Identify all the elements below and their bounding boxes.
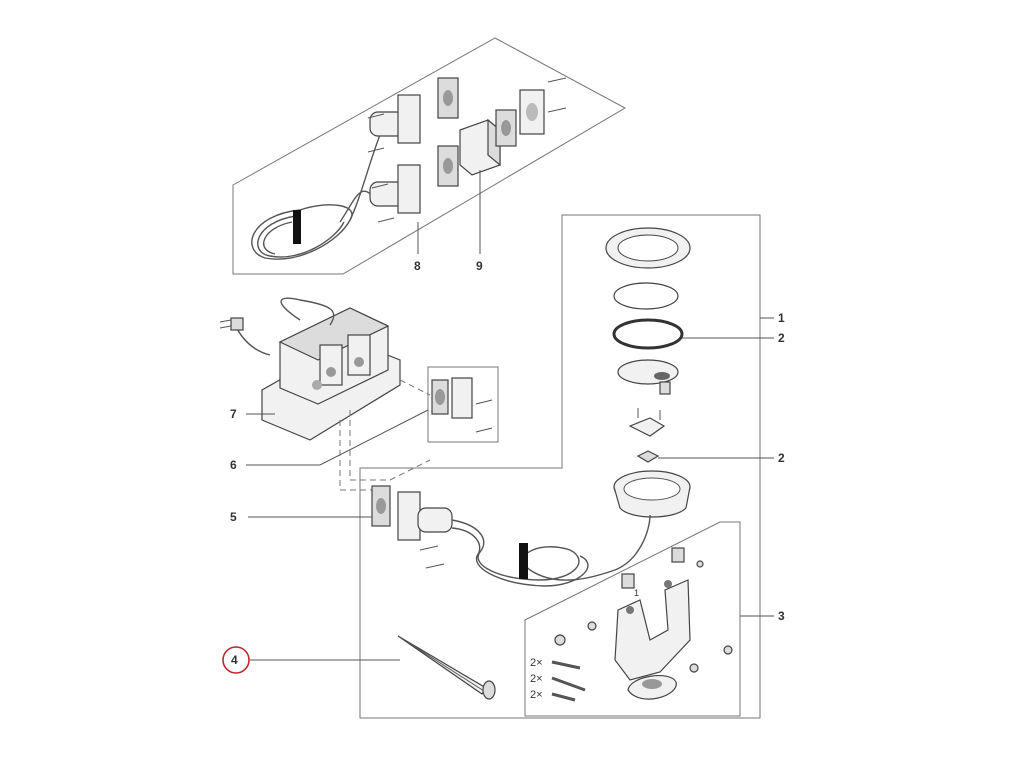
leader-6 (246, 409, 429, 466)
top-group-frame (232, 37, 627, 275)
connector-frame (427, 366, 499, 443)
screw-set (551, 560, 733, 702)
bracket-frame (524, 521, 741, 717)
coupler-block (459, 118, 501, 176)
callout-3: 3 (778, 609, 785, 623)
callout-9: 9 (476, 259, 483, 273)
top-sensor-housings (367, 77, 459, 223)
mounting-bracket (614, 547, 691, 700)
callout-4[interactable]: 4 (231, 653, 238, 667)
main-assembly-frame (359, 214, 761, 719)
callout-8: 8 (414, 259, 421, 273)
callout-6: 6 (230, 458, 237, 472)
top-cable-coil (251, 134, 381, 260)
lamp-stack (605, 227, 691, 518)
lower-cable-tie (519, 543, 528, 579)
callout-5: 5 (230, 510, 237, 524)
highlight-circle[interactable] (222, 646, 250, 674)
ground-spike (397, 635, 496, 700)
qty-label-3: 2× (530, 689, 543, 701)
callout-2-seal: 2 (778, 451, 785, 465)
qty-label-1: 2× (530, 657, 543, 669)
callout-1: 1 (778, 311, 785, 325)
callout-1-small: 1 (634, 588, 639, 598)
alignment-dashes (339, 379, 431, 491)
callout-2-gasket: 2 (778, 331, 785, 345)
callout-7: 7 (230, 407, 237, 421)
lower-cable-assembly (371, 485, 651, 587)
transformer-unit (219, 297, 401, 441)
qty-label-2: 2× (530, 673, 543, 685)
cable-tie (293, 210, 301, 244)
connector-6 (431, 377, 493, 433)
top-right-housings (495, 77, 567, 147)
